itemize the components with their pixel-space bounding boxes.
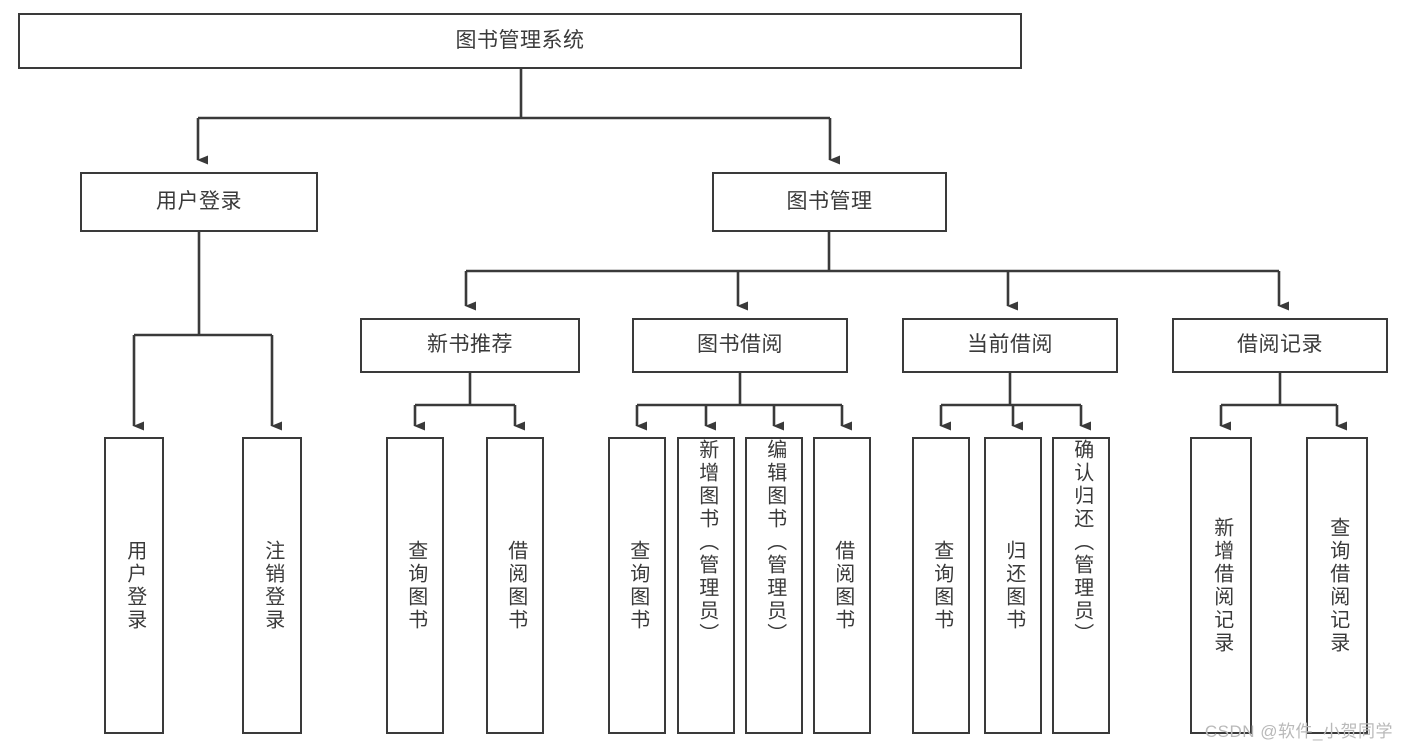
node-book-borrow[interactable]: 图书借阅 [632, 318, 848, 373]
node-user-login[interactable]: 用户登录 [80, 172, 318, 232]
node-label: 图书借阅 [697, 333, 783, 357]
leaf-return-book[interactable]: 归还图书 [984, 437, 1042, 734]
node-label: 借阅记录 [1237, 333, 1323, 357]
leaf-logout-login[interactable]: 注销登录 [242, 437, 302, 734]
node-current-borrow[interactable]: 当前借阅 [902, 318, 1118, 373]
edge-user-login-to-leaves [132, 232, 282, 431]
node-label: 当前借阅 [967, 333, 1053, 357]
leaf-add-book-admin[interactable]: 新增图书（管理员） [677, 437, 735, 734]
leaf-query-book-borrow[interactable]: 查询图书 [608, 437, 666, 734]
leaf-query-book-current[interactable]: 查询图书 [912, 437, 970, 734]
node-new-book-recommend[interactable]: 新书推荐 [360, 318, 580, 373]
node-label: 图书管理系统 [455, 28, 585, 52]
leaf-query-book-recommend[interactable]: 查询图书 [386, 437, 444, 734]
node-label: 查询图书 [404, 539, 427, 632]
node-label: 查询图书 [930, 539, 953, 632]
node-label: 归还图书 [1002, 539, 1025, 632]
edge-borrow-record-to-leaves [1219, 373, 1347, 431]
leaf-edit-book-admin[interactable]: 编辑图书（管理员） [745, 437, 803, 734]
node-label: 查询借阅记录 [1326, 516, 1349, 655]
leaf-user-login[interactable]: 用户登录 [104, 437, 164, 734]
leaf-borrow-book-recommend[interactable]: 借阅图书 [486, 437, 544, 734]
leaf-borrow-book[interactable]: 借阅图书 [813, 437, 871, 734]
node-label: 查询图书 [626, 539, 649, 632]
edge-book-manage-to-level3 [464, 232, 1289, 311]
node-label: 借阅图书 [831, 539, 854, 632]
edge-new-book-to-leaves [413, 373, 525, 431]
node-label: 新书推荐 [427, 333, 513, 357]
leaf-confirm-return-admin[interactable]: 确认归还（管理员） [1052, 437, 1110, 734]
node-label: 确认归还（管理员） [1070, 439, 1093, 646]
node-label: 新增借阅记录 [1210, 516, 1233, 655]
node-label: 注销登录 [261, 539, 284, 632]
node-label: 用户登录 [156, 189, 242, 213]
node-borrow-record[interactable]: 借阅记录 [1172, 318, 1388, 373]
node-label: 用户登录 [123, 539, 146, 632]
edge-current-borrow-to-leaves [939, 373, 1091, 431]
leaf-add-borrow-record[interactable]: 新增借阅记录 [1190, 437, 1252, 734]
node-label: 新增图书（管理员） [695, 439, 718, 646]
node-root-system[interactable]: 图书管理系统 [18, 13, 1022, 69]
node-book-management[interactable]: 图书管理 [712, 172, 947, 232]
node-label: 借阅图书 [504, 539, 527, 632]
node-label: 编辑图书（管理员） [763, 439, 786, 646]
leaf-query-borrow-record[interactable]: 查询借阅记录 [1306, 437, 1368, 734]
edge-borrow-book-to-leaves [635, 373, 852, 431]
edge-root-to-level2 [196, 69, 840, 165]
node-label: 图书管理 [786, 189, 873, 213]
